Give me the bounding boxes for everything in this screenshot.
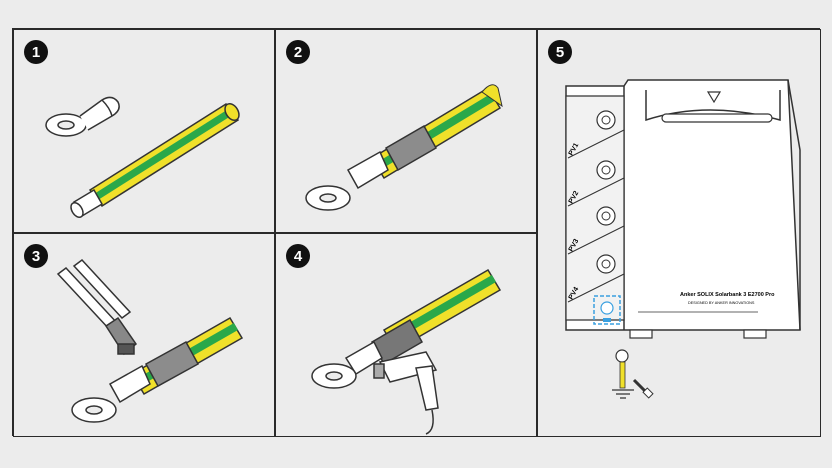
ring-terminal	[71, 364, 151, 423]
step-4-panel: 4	[275, 233, 537, 437]
heat-shrink-sleeve	[384, 124, 438, 172]
step-5-badge: 5	[548, 40, 572, 64]
step-3-panel: 3	[13, 233, 275, 437]
step-4-illustration	[311, 268, 502, 435]
ground-port-icon	[600, 301, 614, 315]
step-2-panel: 2	[275, 29, 537, 233]
ground-cable	[370, 84, 503, 180]
ring-terminal	[311, 340, 383, 389]
brand-label: Anker SOLIX Solarbank 3 E2700 Pro	[680, 292, 775, 298]
screw-icon	[632, 378, 654, 399]
step-2-badge: 2	[286, 40, 310, 64]
ring-terminal	[45, 96, 120, 137]
heat-gun	[373, 351, 439, 435]
pv-ports	[596, 110, 616, 274]
ground-port-highlight	[593, 295, 621, 325]
device-illustration: PV1 PV2 PV3 PV4 Anker SOLIX Solarbank 3 …	[565, 79, 801, 399]
step-3-badge: 3	[24, 244, 48, 268]
ring-terminal	[305, 150, 389, 211]
step-2-illustration	[305, 84, 503, 211]
step-3-illustration	[56, 258, 244, 423]
step-5-panel: 5	[537, 29, 821, 437]
ground-cable	[70, 102, 240, 219]
crimping-tool	[56, 258, 138, 356]
step-4-badge: 4	[286, 244, 310, 268]
diagram-frame: 1 2	[12, 28, 821, 437]
step-1-panel: 1	[13, 29, 275, 233]
step-1-illustration	[45, 96, 240, 219]
step-1-badge: 1	[24, 40, 48, 64]
brand-sub-label: DESIGNED BY ANKER INNOVATIONS	[688, 301, 755, 305]
ground-wire	[612, 349, 634, 399]
heat-shrink-sleeve	[144, 340, 200, 388]
